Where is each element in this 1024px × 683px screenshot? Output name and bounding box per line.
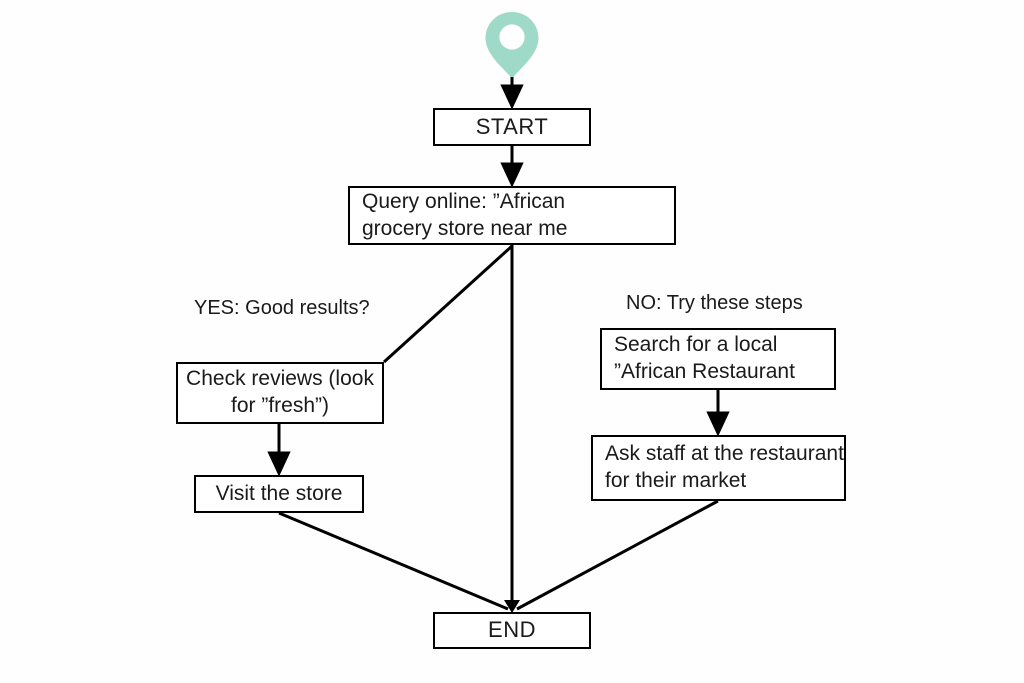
node-start-label: START xyxy=(475,113,549,139)
node-visit-store[interactable]: Visit the store xyxy=(194,475,364,513)
node-check-reviews-line1: Check reviews (look xyxy=(186,367,374,391)
node-query-online-line1: Query online: ”African xyxy=(362,189,566,213)
connector-query-to-check-reviews xyxy=(382,244,514,364)
node-end-label: END xyxy=(488,617,536,643)
node-end[interactable]: END xyxy=(433,612,591,649)
node-query-online-line2: grocery store near me xyxy=(362,216,568,240)
map-pin-icon xyxy=(485,12,539,78)
node-search-restaurant-line1: Search for a local xyxy=(614,333,778,357)
node-check-reviews-line2: for ”fresh”) xyxy=(230,394,329,417)
node-check-reviews[interactable]: Check reviews (look for ”fresh”) xyxy=(176,362,384,424)
node-start[interactable]: START xyxy=(433,108,591,146)
node-search-restaurant-line2: ”African Restaurant xyxy=(614,360,795,383)
node-ask-staff[interactable]: Ask staff at the restaurant for their ma… xyxy=(591,435,846,501)
node-ask-staff-line2: for their market xyxy=(605,469,747,492)
arrowhead-into-end xyxy=(504,600,520,613)
branch-label-yes: YES: Good results? xyxy=(194,297,370,319)
connector-ask-staff-to-end xyxy=(516,499,719,611)
node-ask-staff-line1: Ask staff at the restaurant xyxy=(605,442,844,466)
node-visit-store-label: Visit the store xyxy=(215,481,343,505)
node-search-restaurant[interactable]: Search for a local ”African Restaurant xyxy=(600,328,836,390)
node-query-online[interactable]: Query online: ”African grocery store nea… xyxy=(348,186,676,245)
connector-visit-store-to-end xyxy=(278,511,509,611)
branch-label-no: NO: Try these steps xyxy=(626,292,803,314)
